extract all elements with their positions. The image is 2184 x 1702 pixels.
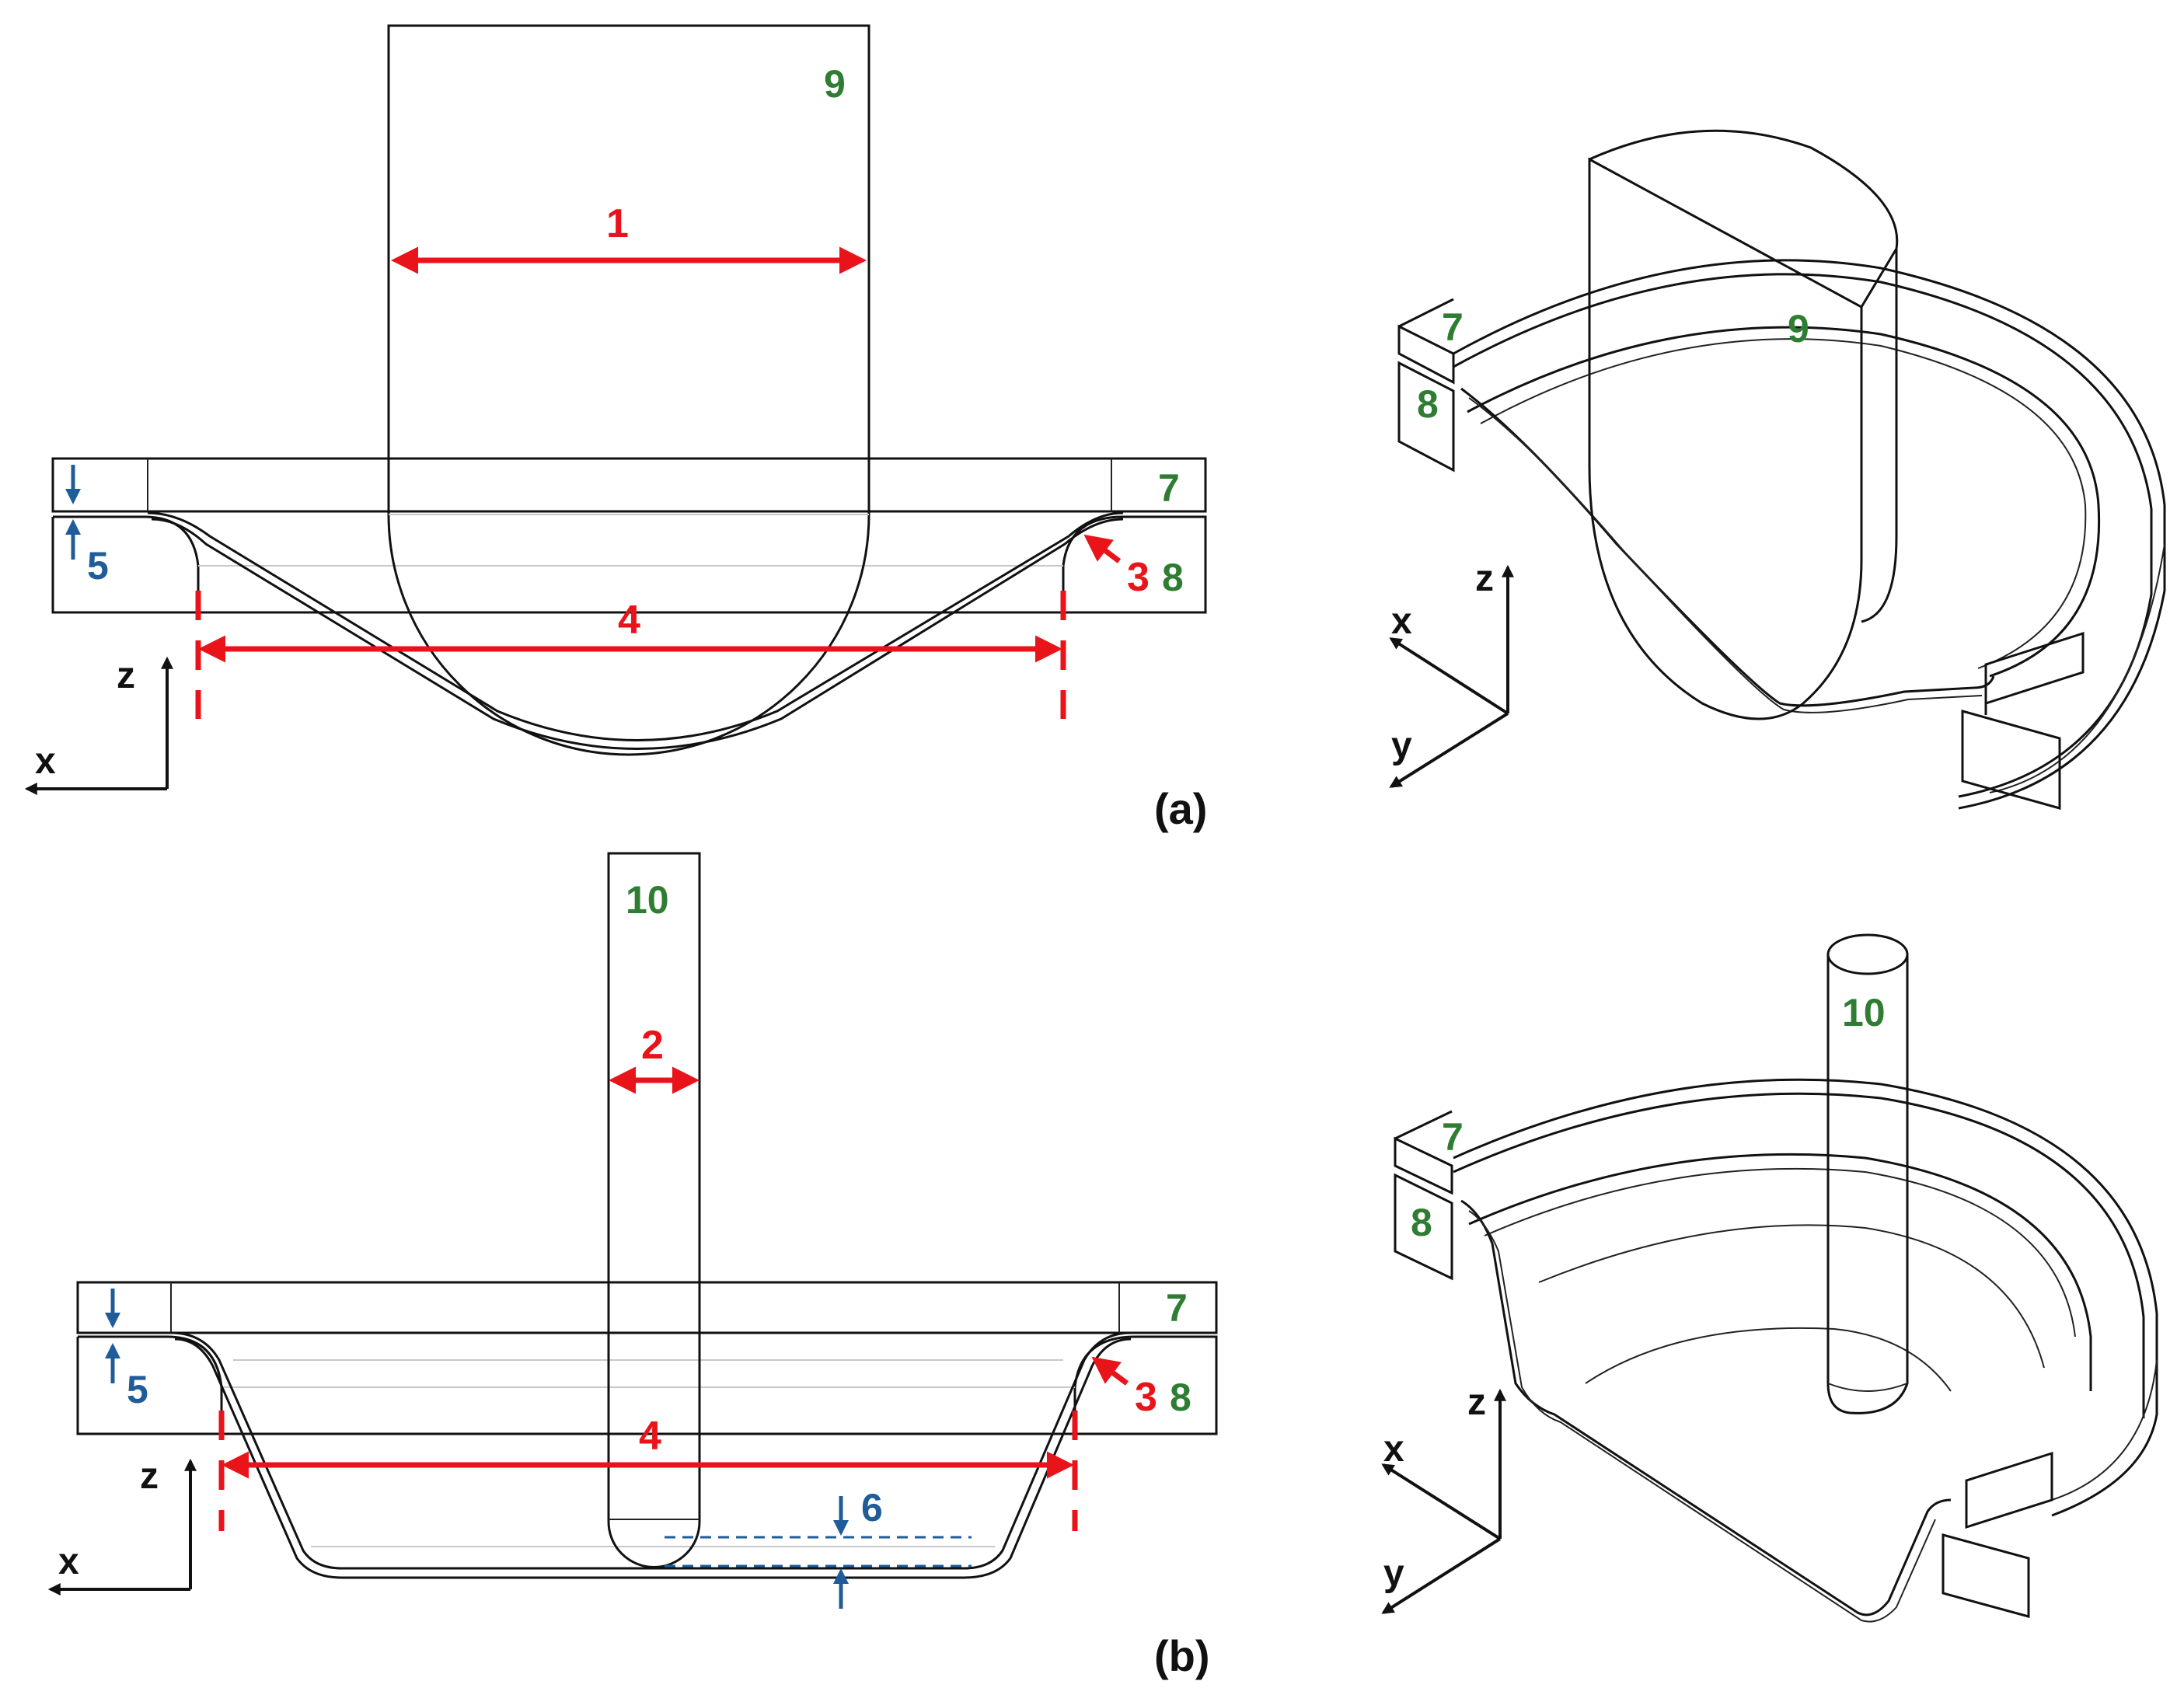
iso-a-block-8: [1397, 361, 1455, 473]
dim-label-5-b: 5: [127, 1368, 148, 1411]
panel-a-section: 9 7 8 1 4 3 5 z x (a): [24, 24, 1207, 833]
sheet-a-top: [147, 511, 1124, 741]
iso-a-inner-rim: [1467, 326, 2101, 678]
iso-a-outer-rim-inner: [1453, 273, 2153, 798]
punch-9-section: [387, 24, 870, 756]
axis-label-z-b-iso: z: [1467, 1382, 1486, 1423]
blank-holder-b: [76, 1281, 1218, 1334]
dim-label-5-a: 5: [87, 544, 109, 588]
iso-b-inner-rim: [1468, 1153, 2092, 1391]
iso-b-sheet-outline-2: [1468, 1210, 1936, 1623]
iso-a-sheet-curve-2: [1468, 397, 1983, 713]
part-label-7-b: 7: [1166, 1286, 1188, 1330]
iso-b-inner-rim-2: [1484, 1167, 2076, 1338]
iso-b-punch-10-body: [1826, 954, 1909, 1414]
iso-a-sheet-curve: [1460, 387, 1995, 707]
axis-label-z-a-iso: z: [1475, 558, 1494, 599]
axis-label-z-a: z: [117, 655, 135, 696]
iso-b-cup-wall-top: [1538, 1224, 2045, 1369]
iso-a-label-7: 7: [1442, 305, 1464, 349]
die-a: [51, 515, 1207, 614]
part-label-10: 10: [626, 878, 669, 922]
dim-label-1: 1: [606, 201, 629, 246]
iso-b-block-7: [1394, 1110, 1453, 1195]
part-label-7: 7: [1158, 466, 1180, 510]
dim-label-4-a: 4: [618, 598, 640, 643]
iso-b-cup-floor-edge: [1585, 1327, 1952, 1392]
axes-a-section: z x: [24, 655, 173, 795]
iso-b-label-10: 10: [1842, 991, 1886, 1034]
iso-b-label-7: 7: [1442, 1115, 1464, 1159]
iso-a-label-9: 9: [1788, 307, 1809, 351]
iso-b-outer-rim-inner: [1453, 1092, 2145, 1418]
iso-b-label-8: 8: [1411, 1201, 1432, 1244]
iso-a-outer-rim: [1453, 259, 2166, 810]
iso-a-block-7: [1397, 298, 1455, 385]
iso-a-punch-9-top: [1589, 129, 1899, 308]
panel-b-section: 10 7 8 2 4 3 5 6 z x (b): [47, 852, 1218, 1680]
axis-label-y-a-iso: y: [1391, 725, 1412, 766]
iso-b-sheet-outline: [1460, 1199, 1952, 1617]
iso-a-inner-rim-2: [1480, 338, 2087, 669]
iso-a-punch-9-side: [1861, 249, 1898, 623]
dim-label-2: 2: [641, 1023, 664, 1068]
iso-a-block-right-top: [1984, 631, 2085, 715]
dim-3-b-arrow: [1091, 1356, 1129, 1386]
panel-b-isometric: 10 7 8 z x y: [1381, 933, 2158, 1623]
iso-b-block-right-top: [1965, 1451, 2053, 1529]
axes-a-iso: z x y: [1389, 558, 1514, 788]
iso-a-rim-step: [1989, 543, 2165, 793]
iso-a-label-8: 8: [1417, 382, 1439, 426]
dim-3-a-arrow: [1083, 534, 1122, 563]
sheet-b-bottom: [174, 1338, 1132, 1579]
dim-label-6: 6: [861, 1486, 883, 1529]
axis-label-z-b: z: [140, 1456, 159, 1497]
blank-holder-a: [51, 457, 1207, 513]
axis-label-y-b-iso: y: [1383, 1553, 1404, 1594]
dim-label-3-a: 3: [1127, 555, 1150, 600]
iso-b-outer-rim: [1453, 1078, 2158, 1517]
iso-b-rim-step: [2051, 1359, 2158, 1501]
axes-b-iso: z x y: [1381, 1382, 1506, 1614]
axis-label-x-a-iso: x: [1391, 601, 1412, 642]
part-label-8-b: 8: [1170, 1376, 1191, 1419]
axis-label-x-b-iso: x: [1383, 1428, 1404, 1470]
iso-b-punch-10-tangent: [1827, 1383, 1908, 1392]
iso-a-punch-9-face: [1588, 157, 1863, 720]
axis-label-x-a: x: [35, 741, 56, 782]
panel-a-isometric: 9 7 8 z x y: [1389, 129, 2166, 810]
caption-b: (b): [1154, 1631, 1210, 1680]
punch-10-section: [607, 852, 701, 1568]
part-label-8: 8: [1162, 556, 1184, 599]
iso-b-punch-10-top: [1826, 933, 1909, 975]
iso-b-block-8: [1394, 1173, 1453, 1281]
iso-b-block-right-bottom: [1942, 1533, 2030, 1618]
sheet-a-bottom: [151, 518, 1124, 750]
axes-b-section: z x: [47, 1456, 197, 1596]
sheet-b-top: [170, 1331, 1132, 1570]
axis-label-x-b: x: [58, 1541, 79, 1582]
dim-label-4-b: 4: [639, 1414, 661, 1459]
part-label-9: 9: [824, 62, 846, 106]
caption-a: (a): [1154, 784, 1207, 833]
dim-label-3-b: 3: [1135, 1375, 1157, 1420]
iso-a-block-right-bottom: [1961, 710, 2061, 810]
